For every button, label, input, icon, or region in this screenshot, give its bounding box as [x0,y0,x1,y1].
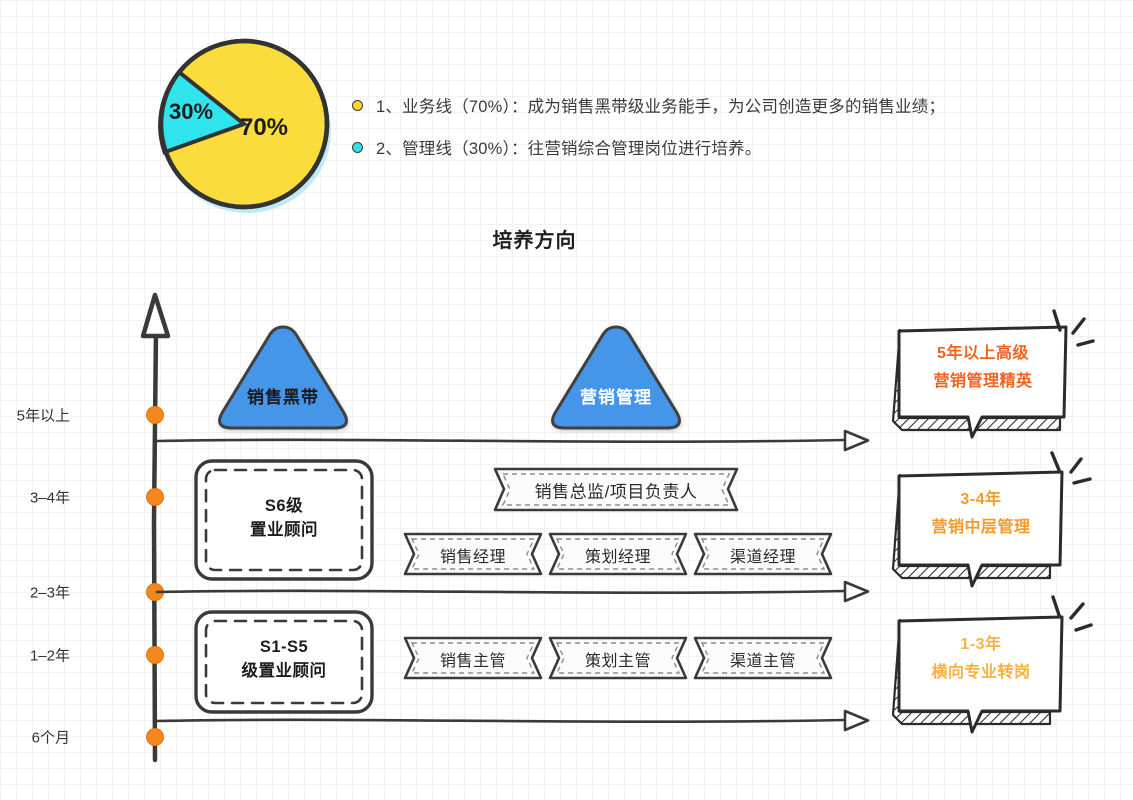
role-label-planning-supervisor: 策划主管 [584,653,652,670]
callout-3-line1: 1-3年 [960,636,1002,653]
axis-milestone-dots [146,406,164,746]
legend-item-business-line: 1、业务线（70%）：成为销售黑带级业务能手，为公司创造更多的销售业绩； [352,84,1052,126]
callout-2-line2: 营销中层管理 [931,519,1031,536]
track-triangle-sales [218,325,348,430]
stage-divider-arrows [155,429,870,732]
time-axis [140,292,171,763]
legend-item-management-line: 2、管理线（30%）：往营销综合管理岗位进行培养。 [352,126,1052,168]
axis-tick-label-1-2y: 1–2年 [29,647,70,665]
legend-marker-cyan-icon [352,141,363,153]
role-label-sales-manager: 销售经理 [439,549,507,566]
section-title: 培养方向 [0,224,1133,253]
callout-3-line2: 横向专业转岗 [931,664,1031,681]
role-label-sales-director: 销售总监/项目负责人 [534,482,698,502]
track-label-sales-black-belt: 销售黑带 [247,388,319,407]
role-label-sales-supervisor: 销售主管 [439,653,507,670]
callout-text-2: 3-4年 营销中层管理 [896,486,1066,542]
axis-tick-label-5y: 5年以上 [16,407,70,425]
pie-chart: 30% 70% [158,38,331,213]
role-label-channel-manager: 渠道经理 [729,549,797,566]
callout-2-line1: 3-4年 [960,491,1002,508]
axis-tick-label-2-3y: 2–3年 [29,584,70,602]
axis-tick-label-6m: 6个月 [31,729,70,747]
role-label-planning-manager: 策划经理 [584,549,652,566]
pie-slice-label-70: 70% [240,114,288,141]
level-box-s1s5-line1: S1-S5 [259,638,309,656]
level-box-label-s6: S6级 置业顾问 [194,495,374,543]
legend-item-label: 2、管理线（30%）：往营销综合管理岗位进行培养。 [376,140,762,158]
callout-1-line2: 营销管理精英 [933,373,1033,390]
level-box-s1s5-line2: 级置业顾问 [241,661,327,680]
callout-text-1: 5年以上高级 营销管理精英 [898,340,1068,396]
track-label-marketing-management: 营销管理 [580,388,652,407]
legend-marker-yellow-icon [352,99,363,111]
pie-legend: 1、业务线（70%）：成为销售黑带级业务能手，为公司创造更多的销售业绩； 2、管… [352,84,1052,168]
callout-1-line1: 5年以上高级 [937,345,1029,362]
pie-slice-label-30: 30% [169,99,213,124]
level-box-s6-line1: S6级 [264,497,304,515]
role-label-channel-supervisor: 渠道主管 [729,653,797,670]
callout-text-3: 1-3年 横向专业转岗 [896,631,1066,687]
legend-item-label: 1、业务线（70%）：成为销售黑带级业务能手，为公司创造更多的销售业绩； [376,98,946,116]
level-box-label-s1s5: S1-S5 级置业顾问 [194,636,374,684]
track-triangle-management [551,325,681,430]
level-box-s6-line2: 置业顾问 [250,520,318,539]
section-title-text: 培养方向 [492,230,577,252]
axis-tick-label-3-4y: 3–4年 [29,489,70,507]
